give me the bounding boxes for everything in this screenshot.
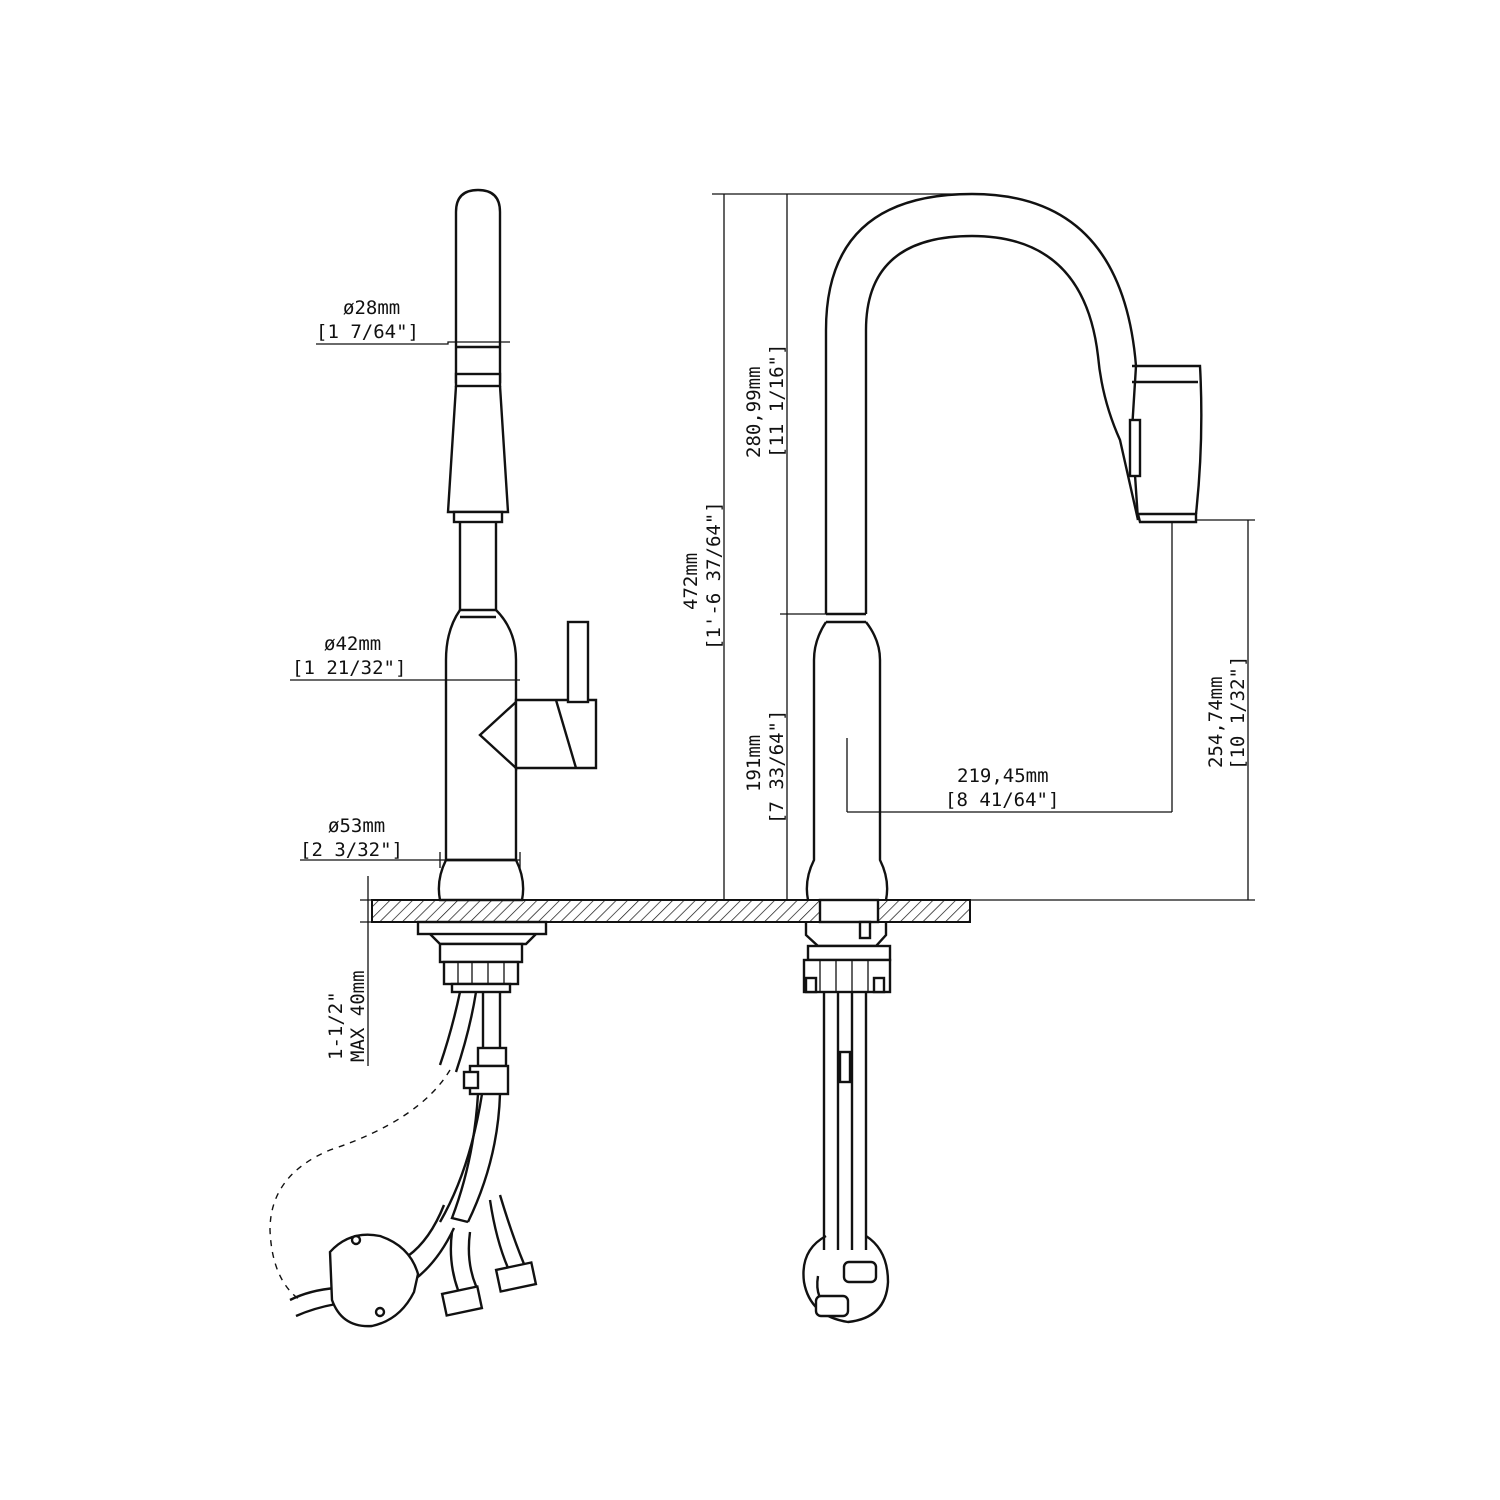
spout-reach-metric: 219,45mm (957, 765, 1049, 787)
spray-head-diameter-metric: ø28mm (343, 297, 400, 319)
base-diameter-metric: ø53mm (328, 815, 385, 837)
base-diameter-imperial: [2 3/32"] (300, 839, 403, 861)
arc-height-imperial: [11 1/16"] (766, 344, 788, 458)
arc-height-metric: 280,99mm (743, 366, 765, 458)
faucet-front-view (802, 192, 1203, 1324)
total-height-imperial: [1'-6 37/64"] (703, 501, 725, 650)
countertop-deck (371, 899, 971, 923)
body-diameter-imperial: [1 21/32"] (292, 657, 406, 679)
body-height-imperial: [7 33/64"] (766, 710, 788, 824)
spray-head-diameter-imperial: [1 7/64"] (316, 321, 419, 343)
spout-clearance-imperial: [10 1/32"] (1227, 656, 1249, 770)
spout-reach-imperial: [8 41/64"] (945, 789, 1059, 811)
body-height-metric: 191mm (743, 735, 765, 792)
dimension-labels: ø28mm [1 7/64"] ø42mm [1 21/32"] ø53mm [… (292, 297, 1249, 1062)
body-diameter-metric: ø42mm (324, 633, 381, 655)
total-height-metric: 472mm (680, 553, 702, 610)
faucet-side-view (269, 188, 598, 1328)
deck-thickness-imperial: 1-1/2" (325, 991, 347, 1060)
deck-thickness-metric: MAX 40mm (347, 970, 369, 1062)
dimension-lines (290, 193, 1255, 1066)
spout-clearance-metric: 254,74mm (1205, 676, 1227, 768)
